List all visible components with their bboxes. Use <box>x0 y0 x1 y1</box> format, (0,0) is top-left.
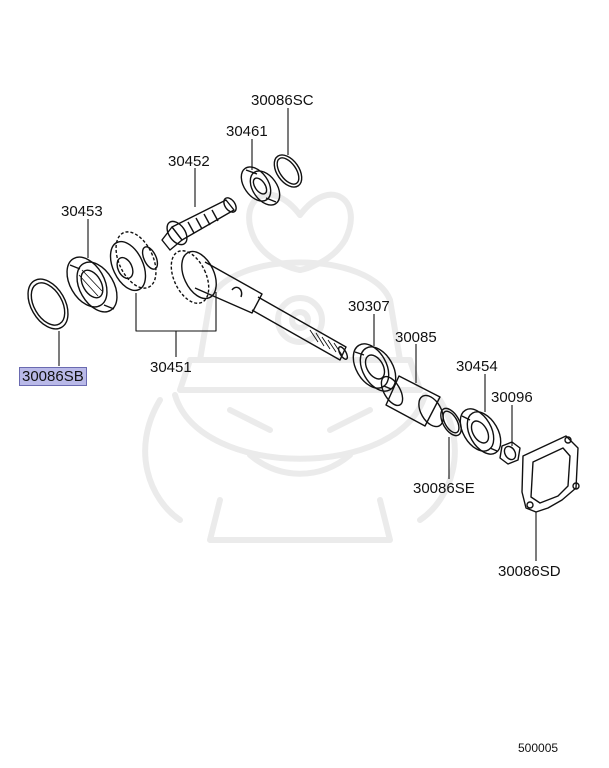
label-30307[interactable]: 30307 <box>348 298 390 315</box>
shaft-30452[interactable] <box>161 196 239 251</box>
label-30454[interactable]: 30454 <box>456 358 498 375</box>
label-30096[interactable]: 30096 <box>491 389 533 406</box>
watermark-logo <box>142 191 458 543</box>
bearing-30453[interactable] <box>59 250 125 319</box>
label-30452[interactable]: 30452 <box>168 153 210 170</box>
label-30086sb-highlighted[interactable]: 30086SB <box>19 367 87 386</box>
bearing-30461[interactable] <box>235 162 285 211</box>
bearing-30307[interactable] <box>346 338 403 398</box>
gear-30451-front[interactable] <box>103 226 164 296</box>
label-30085[interactable]: 30085 <box>395 329 437 346</box>
snap-ring-30086se[interactable] <box>437 405 466 439</box>
label-30453[interactable]: 30453 <box>61 203 103 220</box>
label-30461[interactable]: 30461 <box>226 123 268 140</box>
label-30086se[interactable]: 30086SE <box>413 480 475 497</box>
nut-30096[interactable] <box>499 441 521 465</box>
snap-ring-30086sc[interactable] <box>269 150 308 192</box>
leader-lines <box>58 108 537 561</box>
label-30086sd[interactable]: 30086SD <box>498 563 561 580</box>
sleeve-30085[interactable] <box>377 373 448 431</box>
figure-code: 500005 <box>518 741 559 755</box>
label-30451[interactable]: 30451 <box>150 359 192 376</box>
cover-30086sd[interactable] <box>521 435 580 513</box>
label-30086sc[interactable]: 30086SC <box>251 92 314 109</box>
snap-ring-30086sb[interactable] <box>20 272 76 336</box>
gear-shaft-30451[interactable] <box>164 245 349 361</box>
bearing-30454[interactable] <box>453 403 507 460</box>
